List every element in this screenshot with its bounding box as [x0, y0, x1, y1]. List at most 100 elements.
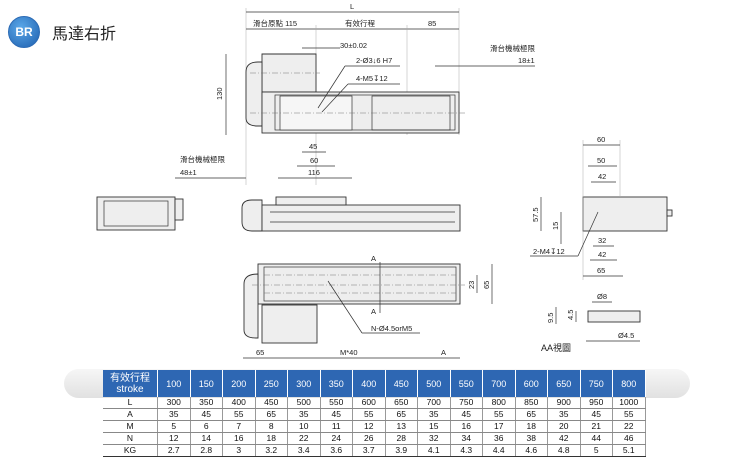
table-cell: 7	[222, 420, 256, 433]
row-label: M	[103, 420, 158, 433]
dim-L: L	[350, 2, 354, 11]
bottom-view: A A 23 65 N-Ø4.5orM5 65 M*40 A	[243, 254, 493, 359]
table-cell: 46	[612, 432, 646, 445]
table-cell: 450	[255, 397, 288, 409]
row-label: L	[103, 397, 158, 409]
table-cell: 12	[157, 432, 191, 445]
table-cell: 26	[352, 432, 386, 445]
table-cell: 3	[222, 444, 256, 457]
table-cell: 35	[287, 408, 321, 421]
top-view: L 滑台原點 115 有效行程 85 30±0.02 2-Ø3↓6 H7 4-M…	[175, 2, 535, 185]
dim-42: 42	[598, 172, 606, 181]
table-cell: 16	[222, 432, 256, 445]
table-cell: 8	[255, 420, 288, 433]
table-cell: 36	[482, 432, 516, 445]
table-cell: 44	[580, 432, 613, 445]
dim-d8: Ø8	[597, 292, 607, 301]
table-cell: 4.3	[450, 444, 483, 457]
table-cell: 4.6	[515, 444, 548, 457]
dim-15: 15	[551, 222, 560, 230]
table-cell: 5.1	[612, 444, 646, 457]
table-cell: 3.6	[320, 444, 353, 457]
table-cell: 18	[255, 432, 288, 445]
table-cell: 65	[255, 408, 288, 421]
table-cell: 2.7	[157, 444, 191, 457]
row-label: A	[103, 408, 158, 421]
stroke-column-header: 800	[612, 370, 646, 397]
dim-65: 65	[256, 348, 264, 357]
stroke-column-header: 700	[482, 370, 516, 397]
table-cell: 55	[352, 408, 386, 421]
dim-60: 60	[310, 156, 318, 165]
limit-left-label: 滑台機械極限	[180, 154, 225, 164]
table-cell: 16	[450, 420, 483, 433]
table-cell: 5	[580, 444, 613, 457]
table-cell: 300	[157, 397, 191, 409]
table-cell: 65	[385, 408, 418, 421]
stroke-column-header: 550	[450, 370, 483, 397]
table-cell: 550	[320, 397, 353, 409]
table-cell: 45	[450, 408, 483, 421]
table-cell: 17	[482, 420, 516, 433]
dim-height: 130	[215, 87, 224, 100]
row-label: KG	[103, 444, 158, 457]
dim-stroke: 有效行程	[345, 18, 375, 28]
dim-42b: 42	[598, 250, 606, 259]
dim-end: 85	[428, 19, 436, 28]
table-cell: 65	[515, 408, 548, 421]
table-cell: 24	[320, 432, 353, 445]
table-cell: 10	[287, 420, 321, 433]
stroke-column-header: 500	[417, 370, 451, 397]
dim-116: 116	[308, 168, 320, 177]
stroke-column-header: 150	[190, 370, 223, 397]
table-cell: 1000	[612, 397, 646, 409]
dim-65: 65	[597, 266, 605, 275]
table-cell: 55	[222, 408, 256, 421]
table-cell: 700	[417, 397, 451, 409]
table-cell: 20	[547, 420, 581, 433]
table-cell: 22	[287, 432, 321, 445]
table-cell: 6	[190, 420, 223, 433]
dim-pin: 30±0.02	[340, 41, 367, 50]
table-cell: 950	[580, 397, 613, 409]
table-cell: 4.1	[417, 444, 451, 457]
hole-spec-1: 2-Ø3↓6 H7	[356, 56, 392, 65]
stroke-column-header: 250	[255, 370, 288, 397]
table-cell: 850	[515, 397, 548, 409]
dim-9-5: 9.5	[546, 313, 555, 323]
dim-57-5: 57.5	[531, 207, 540, 222]
table-cell: 55	[482, 408, 516, 421]
limit-right-label: 滑台機械極限	[490, 43, 535, 53]
table-cell: 4.8	[547, 444, 581, 457]
dim-50: 50	[597, 156, 605, 165]
stroke-column-header: 300	[287, 370, 321, 397]
table-cell: 500	[287, 397, 321, 409]
table-cell: 45	[320, 408, 353, 421]
stroke-column-header: 450	[385, 370, 418, 397]
table-cell: 42	[547, 432, 581, 445]
stroke-column-header: 600	[515, 370, 548, 397]
table-cell: 11	[320, 420, 353, 433]
technical-drawing: L 滑台原點 115 有效行程 85 30±0.02 2-Ø3↓6 H7 4-M…	[96, 2, 673, 359]
section-a-bottom: A	[371, 307, 376, 316]
stroke-column-header: 200	[222, 370, 256, 397]
dim-4-5: 4.5	[566, 310, 575, 320]
table-cell: 350	[190, 397, 223, 409]
dim-23: 23	[467, 281, 476, 289]
page-title: 馬達右折	[52, 24, 117, 43]
table-cell: 22	[612, 420, 646, 433]
table-cell: 14	[190, 432, 223, 445]
dim-60: 60	[597, 135, 605, 144]
table-cell: 5	[157, 420, 191, 433]
table-cell: 15	[417, 420, 451, 433]
brand-logo: BR	[8, 16, 40, 48]
dim-origin: 滑台原點 115	[253, 18, 297, 28]
table-cell: 650	[385, 397, 418, 409]
table-cell: 3.9	[385, 444, 418, 457]
table-cell: 750	[450, 397, 483, 409]
table-cell: 800	[482, 397, 516, 409]
